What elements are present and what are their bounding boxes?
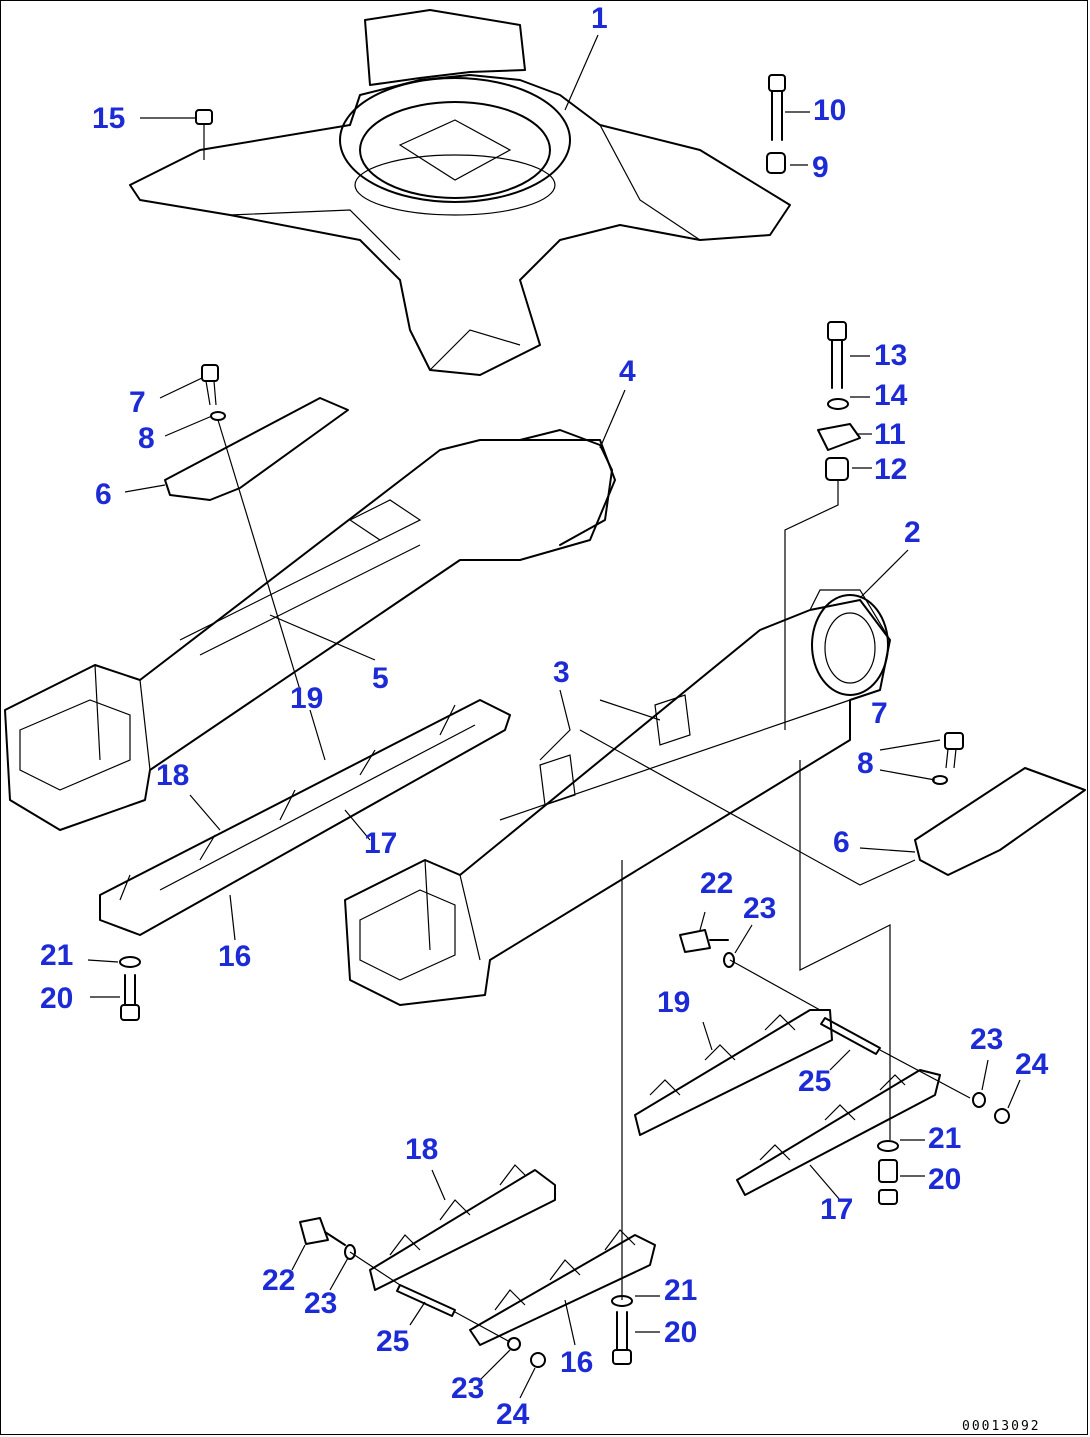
callout-8-right: 8 [857, 747, 874, 780]
bolt-20-right [878, 1159, 898, 1183]
washer-8-right [932, 775, 948, 785]
callout-19-upper: 19 [290, 682, 323, 715]
callout-20-left: 20 [40, 982, 73, 1015]
callout-15: 15 [92, 102, 125, 135]
bolt-22-lower-shank [324, 1231, 346, 1246]
callout-12: 12 [874, 453, 907, 486]
bolt-20-right-head [878, 1189, 898, 1205]
collar-12 [825, 457, 849, 481]
bracket-11 [817, 423, 861, 451]
guard-16-lower [469, 1229, 656, 1346]
washer-14 [827, 398, 849, 410]
callout-23-right-b: 23 [970, 1023, 1003, 1056]
callout-6-left: 6 [95, 478, 112, 511]
track-frame-right-part [344, 589, 891, 1006]
bolt-20-lower [612, 1311, 632, 1365]
callout-5: 5 [372, 662, 389, 695]
bolt-22-right [679, 929, 711, 953]
callout-23-right-a: 23 [743, 892, 776, 925]
callout-17-lower: 17 [820, 1193, 853, 1226]
callout-14: 14 [874, 379, 908, 412]
leader-8-left [217, 419, 301, 691]
callout-11: 11 [874, 418, 906, 451]
pin-25-right [820, 1017, 881, 1055]
callout-1: 1 [591, 2, 608, 35]
pin-25-lower [396, 1284, 456, 1317]
washer-8-left [210, 411, 226, 421]
callout-3: 3 [553, 656, 570, 689]
callout-25-right: 25 [798, 1065, 831, 1098]
callout-9: 9 [812, 151, 829, 184]
callout-2: 2 [904, 516, 921, 549]
callout-20-right: 20 [928, 1163, 961, 1196]
callout-20-lower: 20 [664, 1316, 697, 1349]
guard-19-right [634, 1009, 833, 1136]
washer-23-lower-b [507, 1337, 521, 1351]
cover-6-right [914, 767, 1086, 876]
bolt-22-lower [299, 1217, 329, 1245]
callout-21-lower: 21 [664, 1274, 697, 1307]
bolt-13 [827, 321, 847, 389]
guard-18-lower [369, 1164, 556, 1291]
callout-22-right: 22 [700, 867, 733, 900]
bolt-7-right [944, 732, 964, 769]
callout-16-upper: 16 [218, 940, 251, 973]
callout-19-lower: 19 [657, 986, 690, 1019]
cover-6-left [164, 397, 349, 501]
nut-24-right [994, 1108, 1010, 1124]
callout-17-upper: 17 [364, 827, 397, 860]
washer-23-lower-a [344, 1244, 356, 1260]
washer-23-right-a [723, 952, 735, 968]
callout-7-left: 7 [129, 386, 146, 419]
collar-9 [766, 152, 786, 174]
washer-21-left [119, 956, 141, 968]
callout-7-right: 7 [871, 697, 888, 730]
plug-15 [195, 109, 213, 160]
callout-23-lower-b: 23 [451, 1372, 484, 1405]
bolt-7-left [201, 364, 219, 406]
track-frame-left-part [4, 429, 616, 831]
bolt-20-left [120, 974, 140, 1021]
callout-25-lower: 25 [376, 1325, 409, 1358]
callout-16-lower: 16 [560, 1346, 593, 1379]
callout-8-left: 8 [138, 422, 155, 455]
callout-6-right: 6 [833, 826, 850, 859]
bolt-10 [768, 74, 786, 141]
document-code: 00013092 [962, 1419, 1041, 1434]
callout-22-lower: 22 [262, 1264, 295, 1297]
callout-21-right: 21 [928, 1122, 961, 1155]
callout-18-upper: 18 [156, 759, 189, 792]
leader-lines [87, 34, 1021, 1399]
track-guard-left-assembly [99, 699, 511, 936]
washer-23-right-b [972, 1092, 986, 1108]
callout-24-right: 24 [1015, 1048, 1049, 1081]
revolving-frame-part [129, 9, 791, 376]
washer-21-right [877, 1140, 899, 1152]
callout-24-lower: 24 [496, 1398, 530, 1431]
callout-13: 13 [874, 339, 907, 372]
callout-labels: 1 2 3 4 5 6 6 7 7 8 8 9 10 11 12 13 14 1… [40, 2, 1049, 1431]
callout-23-lower-a: 23 [304, 1287, 337, 1320]
callout-18-lower: 18 [405, 1133, 438, 1166]
callout-10: 10 [813, 94, 846, 127]
callout-4: 4 [619, 355, 636, 388]
callout-21-left: 21 [40, 939, 73, 972]
nut-24-lower [530, 1352, 546, 1368]
